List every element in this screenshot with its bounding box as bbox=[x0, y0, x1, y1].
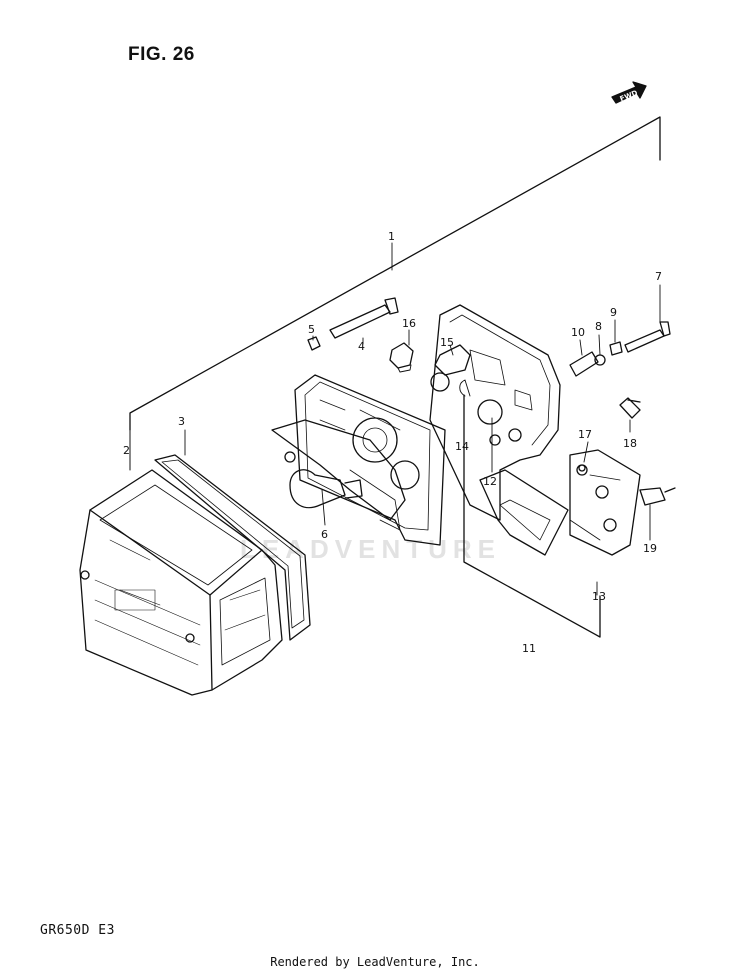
callout-17: 17 bbox=[578, 428, 592, 441]
callout-4: 4 bbox=[358, 340, 365, 353]
assembly-bracket-line-2 bbox=[463, 394, 601, 638]
rear-reflector bbox=[479, 469, 569, 556]
tail-lamp-lens bbox=[79, 469, 283, 696]
callout-12: 12 bbox=[483, 475, 497, 488]
callout-14: 14 bbox=[455, 440, 469, 453]
nut-9 bbox=[609, 341, 623, 356]
callout-10: 10 bbox=[571, 326, 585, 339]
callout-5: 5 bbox=[308, 323, 315, 336]
bolt-7 bbox=[624, 321, 671, 353]
callout-18: 18 bbox=[623, 437, 637, 450]
callout-2: 2 bbox=[123, 444, 130, 457]
reflector-plate bbox=[271, 419, 406, 531]
fwd-arrow-icon bbox=[611, 81, 647, 104]
callout-1: 1 bbox=[388, 230, 395, 243]
mounting-bracket bbox=[429, 304, 561, 521]
render-credit: Rendered by LeadVenture, Inc. bbox=[270, 955, 480, 969]
bolt-16 bbox=[389, 342, 414, 373]
figure-title: FIG. 26 bbox=[128, 44, 195, 65]
callout-7: 7 bbox=[655, 270, 662, 283]
callout-8: 8 bbox=[595, 320, 602, 333]
license-plate-bracket bbox=[569, 449, 641, 556]
model-code: GR650D E3 bbox=[40, 923, 115, 938]
assembly-bracket-line-1 bbox=[129, 116, 661, 431]
watermark: LEADVENTURE bbox=[240, 534, 502, 564]
clip-18 bbox=[619, 397, 641, 419]
callout-15: 15 bbox=[440, 336, 454, 349]
long-bolt bbox=[329, 297, 399, 339]
callout-11: 11 bbox=[522, 642, 536, 655]
lamp-housing bbox=[294, 374, 446, 546]
callout-3: 3 bbox=[178, 415, 185, 428]
lens-gasket bbox=[154, 454, 311, 641]
bulb bbox=[284, 451, 363, 509]
callout-6: 6 bbox=[321, 528, 328, 541]
callout-9: 9 bbox=[610, 306, 617, 319]
spacer-10 bbox=[569, 351, 599, 377]
fwd-label: FWD bbox=[619, 89, 639, 103]
callout-16: 16 bbox=[402, 317, 416, 330]
callout-13: 13 bbox=[592, 590, 606, 603]
washer-15 bbox=[434, 344, 471, 376]
nut-5 bbox=[307, 336, 321, 351]
nut-17 bbox=[578, 464, 586, 472]
callout-19: 19 bbox=[643, 542, 657, 555]
wire-grommet bbox=[639, 487, 676, 506]
